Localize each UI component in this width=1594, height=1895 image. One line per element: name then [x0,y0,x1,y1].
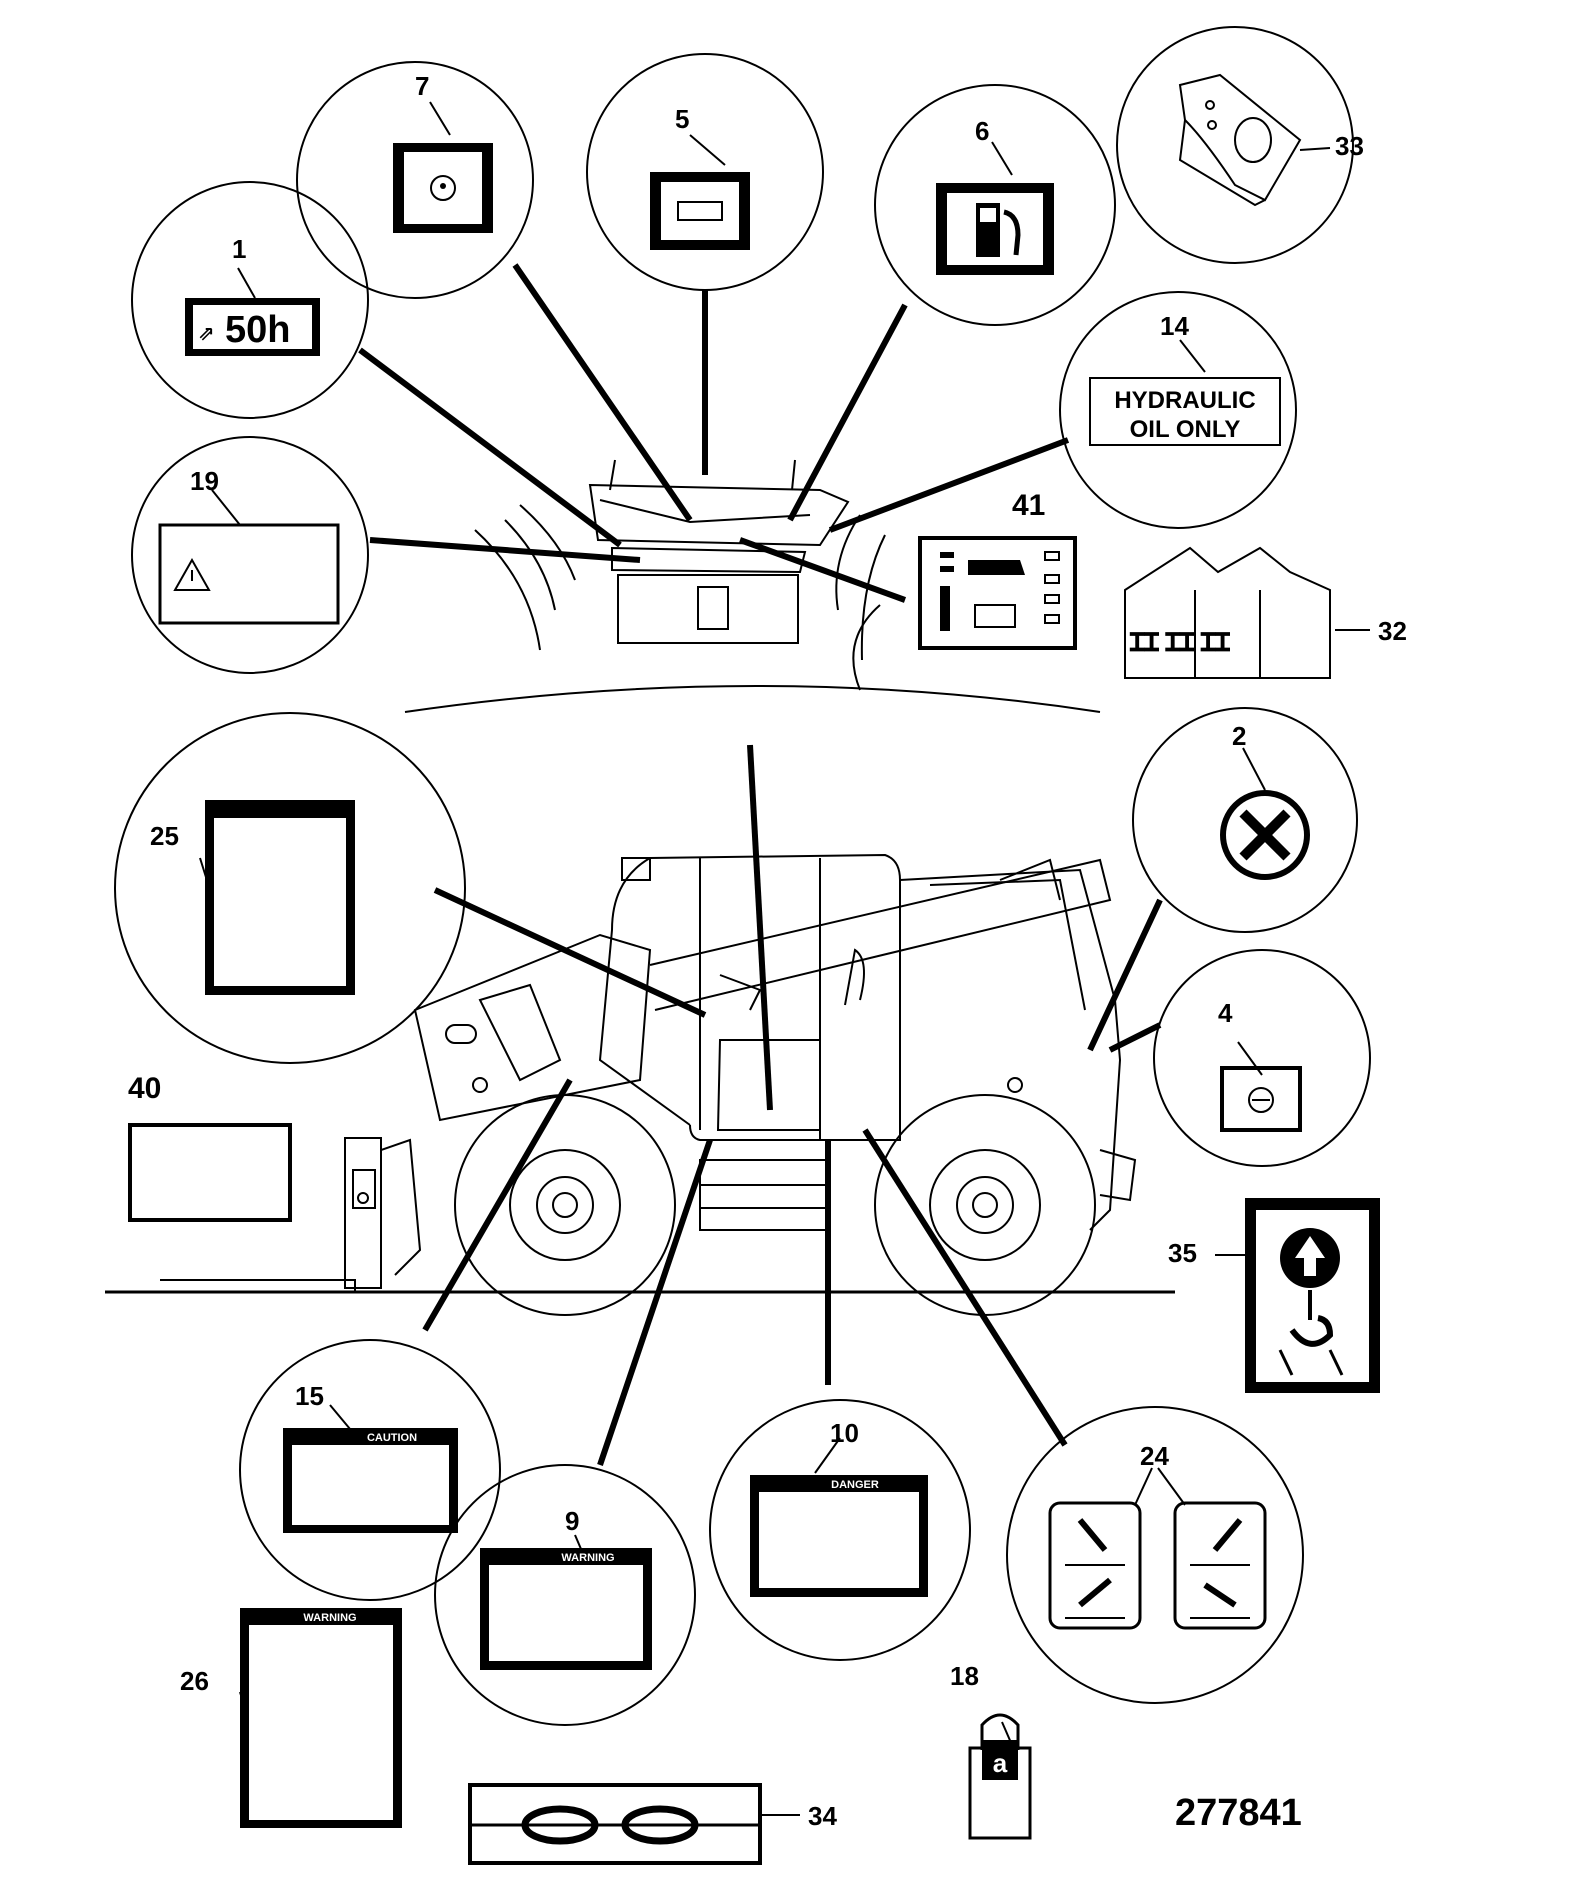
callout-35: 35 [1168,1238,1197,1268]
dashboard-console-illustration [404,459,1101,713]
decal-2-x-symbol [1220,790,1310,880]
callout-15: 15 [295,1381,324,1411]
callout-10: 10 [830,1418,859,1448]
callout-24: 24 [1140,1441,1169,1471]
callout-numbers: 7 5 6 33 1 14 19 41 32 2 25 4 40 35 15 1… [128,71,1407,1834]
callout-40: 40 [128,1072,161,1105]
decal-7-symbol [393,143,493,233]
drawing-number: 277841 [1175,1792,1302,1834]
callout-26: 26 [180,1666,209,1696]
decal-26-header: WARNING [303,1612,356,1624]
callout-14: 14 [1160,311,1189,341]
decal-4-symbol [1220,1066,1302,1132]
decal-15-caution: CAUTION [283,1428,458,1533]
callout-32: 32 [1378,616,1407,646]
decal-14-line1: HYDRAULIC [1114,387,1255,414]
decal-24-joystick-labels [1048,1501,1267,1630]
callout-19: 19 [190,466,219,496]
decal-9-warning: WARNING [480,1548,652,1670]
decal-14-line2: OIL ONLY [1130,416,1241,443]
callout-circles [114,26,1371,1726]
decal-33-bracket-plate [1178,73,1302,207]
callout-6: 6 [975,116,989,146]
callout-1: 1 [232,234,246,264]
decal-1-service-interval: ⇗ 50h [185,298,320,356]
svg-text:⌶⌶ ⌶⌶ ⌶⌶: ⌶⌶ ⌶⌶ ⌶⌶ [1130,629,1230,656]
callout-2: 2 [1232,721,1246,751]
decal-10-danger: DANGER [750,1475,928,1597]
telehandler-machine-illustration [105,853,1175,1316]
callout-34: 34 [808,1801,837,1831]
decal-19-warning-label [158,523,340,625]
decal-41-control-panel [918,536,1077,650]
decal-1-text: 50h [225,309,290,351]
callout-9: 9 [565,1506,579,1536]
callout-41: 41 [1012,489,1045,522]
callout-33: 33 [1335,131,1364,161]
decal-10-header: DANGER [831,1479,879,1491]
decal-5-symbol [650,172,750,250]
callout-25: 25 [150,821,179,851]
callout-4: 4 [1218,998,1233,1028]
decal-18-letter: a [993,1748,1008,1778]
svg-text:⇗: ⇗ [198,323,215,345]
decal-6-fuel-pump-icon [936,183,1054,275]
decal-40-plate [128,1123,292,1222]
decal-14-hydraulic-oil: HYDRAULIC OIL ONLY [1089,377,1281,446]
decal-9-header: WARNING [561,1552,614,1564]
callout-7: 7 [415,71,429,101]
decal-25-warning-decal [205,800,355,995]
decal-26-warning-decal: WARNING [240,1608,402,1828]
decal-35-lifting-hook [1245,1198,1380,1393]
callout-5: 5 [675,104,689,134]
decal-32-steering-modes: ⌶⌶ ⌶⌶ ⌶⌶ [1124,546,1331,679]
callout-18: 18 [950,1661,979,1691]
decal-15-header: CAUTION [367,1432,417,1444]
decal-34-chain [468,1783,762,1865]
decal-18-padlock: a [968,1713,1032,1840]
leader-lines [358,263,1163,1466]
